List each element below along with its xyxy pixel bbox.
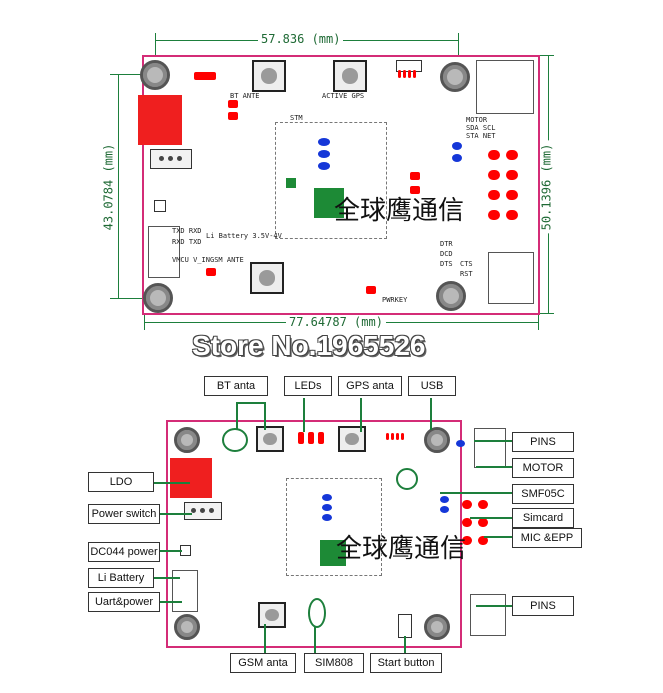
dim-tick — [458, 33, 459, 63]
smf05c-logo — [396, 468, 418, 490]
mount-hole — [174, 614, 200, 640]
silk-bt-ant: BT ANTE — [230, 92, 260, 100]
silk-battery: Li Battery 3.5V-4V — [206, 232, 282, 240]
callout-ldo: LDO — [88, 472, 154, 492]
sim808-chip — [314, 188, 344, 218]
blue-pad — [452, 142, 462, 150]
power-switch — [150, 149, 192, 169]
mount-hole — [143, 283, 173, 313]
mount-hole — [424, 614, 450, 640]
sim808-footprint — [275, 122, 387, 239]
dim-tick — [155, 33, 156, 63]
start-button — [398, 614, 412, 638]
callout-leds: LEDs — [284, 376, 332, 396]
gps-ant-connector — [333, 60, 367, 92]
bt-ant-connector — [256, 426, 284, 452]
pin-header-bottom — [470, 594, 506, 636]
mount-hole — [140, 60, 170, 90]
uart-header — [148, 226, 180, 278]
dim-height-right-label: 50.1396 (mm) — [539, 140, 554, 234]
buzzer — [222, 428, 248, 452]
silk-dcd: DCD — [440, 250, 453, 258]
silk-gsm-ant: GSM ANTE — [210, 256, 244, 264]
mount-hole — [424, 427, 450, 453]
silk-cts: CTS — [460, 260, 473, 268]
bt-ant-connector — [252, 60, 286, 92]
callout-power-switch: Power switch — [88, 504, 160, 524]
dc044-jack — [154, 200, 166, 212]
sim808-chip — [320, 540, 346, 566]
small-chip — [286, 178, 296, 188]
dim-tick — [538, 300, 539, 330]
dim-tick — [144, 300, 145, 330]
callout-bt-anta: BT anta — [204, 376, 268, 396]
simcard-pad — [488, 150, 500, 160]
silk-stm: STM — [290, 114, 303, 122]
watermark-bottom: 全球鹰通信 — [336, 534, 467, 563]
gsm-ant-connector — [250, 262, 284, 294]
pin-header-top — [476, 60, 534, 114]
ldo-chip — [170, 458, 212, 498]
pin-header-top — [474, 428, 506, 468]
simcard-pad — [506, 210, 518, 220]
silk-dts: DTS — [440, 260, 453, 268]
silk-rst: RST — [460, 270, 473, 278]
power-switch — [184, 502, 222, 520]
ldo-chip — [138, 95, 182, 145]
silk-dtr: DTR — [440, 240, 453, 248]
blue-pad — [452, 154, 462, 162]
blue-pad — [318, 138, 330, 146]
dim-width-label: 57.836 (mm) — [258, 32, 344, 46]
silk-vmcu: VMCU V_IN — [172, 256, 210, 264]
callout-mic-epp: MIC &EPP — [512, 528, 582, 548]
dim-tick — [110, 298, 142, 299]
silk-sta-net: STA NET — [466, 132, 496, 140]
blue-pad — [318, 162, 330, 170]
dim-tick — [530, 55, 554, 56]
dim-tick — [530, 313, 554, 314]
dim-bottom-label: 77.64787 (mm) — [286, 315, 386, 329]
callout-gsm-anta: GSM anta — [230, 653, 296, 673]
dim-tick — [110, 74, 142, 75]
silk-rxd-txd: RXD TXD — [172, 238, 202, 246]
simcard-pad — [488, 170, 500, 180]
uart-header — [172, 570, 198, 612]
callout-usb: USB — [408, 376, 456, 396]
sim808-footprint — [286, 478, 382, 576]
callout-motor: MOTOR — [512, 458, 574, 478]
simcard-pad — [488, 210, 500, 220]
silk-pwrkey: PWRKEY — [382, 296, 408, 304]
simcard-pad — [506, 170, 518, 180]
callout-sim808: SIM808 — [304, 653, 364, 673]
mount-hole — [440, 62, 470, 92]
pin-header-bottom — [488, 252, 534, 304]
callout-start-button: Start button — [370, 653, 442, 673]
sim808-antenna-pad — [308, 598, 326, 628]
mount-hole — [174, 427, 200, 453]
callout-li-battery: Li Battery — [88, 568, 154, 588]
callout-dc044-power: DC044 power — [88, 542, 160, 562]
gsm-ant-connector — [258, 602, 286, 628]
simcard-pad — [506, 190, 518, 200]
mount-hole — [436, 281, 466, 311]
simcard-pad — [506, 150, 518, 160]
callout-gps-anta: GPS anta — [338, 376, 402, 396]
callout-pins-bottom: PINS — [512, 596, 574, 616]
callout-simcard: Simcard — [512, 508, 574, 528]
simcard-pad — [488, 190, 500, 200]
callout-pins-top: PINS — [512, 432, 574, 452]
watermark-top: 全球鹰通信 — [334, 196, 465, 225]
silk-motor: MOTOR — [466, 116, 488, 124]
dim-line-left — [118, 74, 119, 298]
store-banner: Store No.1965526 — [192, 330, 426, 361]
silk-gps-active: ACTIVE GPS — [322, 92, 365, 100]
dim-height-left-label: 43.0784 (mm) — [101, 140, 116, 234]
callout-smf05c: SMF05C — [512, 484, 574, 504]
callout-uart-power: Uart&power — [88, 592, 160, 612]
blue-pad — [318, 150, 330, 158]
silk-sda-scl: SDA SCL — [466, 124, 496, 132]
silk-txd-rxd: TXD RXD — [172, 227, 202, 235]
